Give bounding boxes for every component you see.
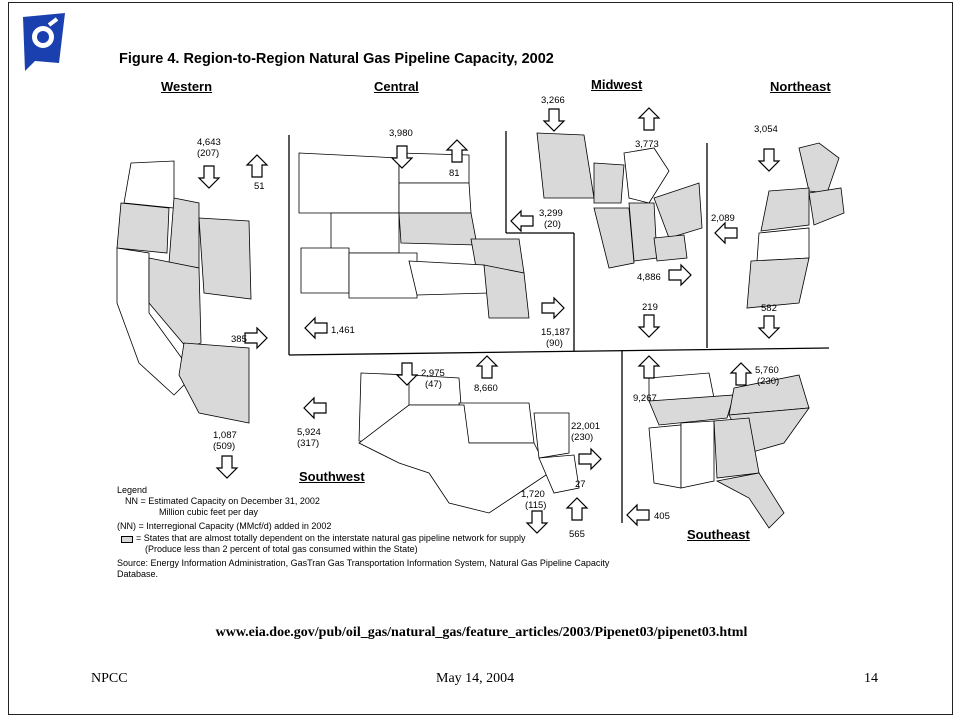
region-western: Western bbox=[161, 79, 213, 94]
legend-nn-paren: (NN) = Interregional Capacity (MMcf/d) a… bbox=[117, 521, 332, 531]
flow-arrow-icon bbox=[638, 314, 660, 338]
flow-label-w-south: 1,087 bbox=[213, 430, 237, 441]
flow-label-c-to-mw-add: (90) bbox=[546, 338, 563, 349]
flow-labels: 4,643 (207) 51 385 1,087 (509) 3,980 81 … bbox=[197, 95, 779, 540]
flow-arrow-icon bbox=[730, 362, 752, 386]
flow-arrow-icon bbox=[543, 108, 565, 132]
flow-label-se-out-add: (230) bbox=[757, 376, 779, 387]
flow-arrow-icon bbox=[198, 165, 220, 189]
flow-arrow-icon bbox=[541, 297, 565, 319]
legend-source: Source: Energy Information Administratio… bbox=[117, 558, 610, 568]
flow-label-sw-to-w-add: (317) bbox=[297, 438, 319, 449]
central-states bbox=[298, 152, 530, 319]
flow-label-sw-to-c-add: (47) bbox=[425, 379, 442, 390]
flow-label-w-from-c: 385 bbox=[231, 334, 247, 345]
region-northeast: Northeast bbox=[770, 79, 831, 94]
flow-arrow-icon bbox=[304, 317, 328, 339]
flow-label-mw-to-ne: 4,886 bbox=[637, 272, 661, 283]
flow-arrow-icon bbox=[476, 355, 498, 379]
flow-arrow-icon bbox=[526, 510, 548, 534]
flow-label-ne-to-mw: 2,089 bbox=[711, 213, 735, 224]
flow-label-sw-to-c: 2,975 bbox=[421, 368, 445, 379]
region-southeast: Southeast bbox=[687, 527, 750, 542]
flow-label-sw-to-se-add: (230) bbox=[571, 432, 593, 443]
flow-arrow-icon bbox=[578, 448, 602, 470]
footer-date: May 14, 2004 bbox=[436, 671, 515, 686]
flow-label-w-in-add: (207) bbox=[197, 148, 219, 159]
flow-arrow-icon bbox=[216, 455, 238, 479]
flow-label-sw-gulf-add: (115) bbox=[525, 500, 546, 511]
region-divider-lines bbox=[288, 131, 830, 523]
legend-nn-units: Million cubic feet per day bbox=[159, 507, 259, 517]
flow-label-c-in: 3,980 bbox=[389, 128, 413, 139]
northeast-states bbox=[746, 142, 845, 309]
flow-arrow-icon bbox=[244, 327, 268, 349]
flow-label-w-out: 51 bbox=[254, 181, 265, 192]
flow-label-mw-to-c-add: (20) bbox=[544, 219, 561, 230]
flow-arrow-icon bbox=[758, 315, 780, 339]
flow-arrow-icon bbox=[510, 210, 534, 232]
flow-arrow-icon bbox=[566, 497, 588, 521]
flow-label-se-out: 5,760 bbox=[755, 365, 779, 376]
flow-label-sw-small: 27 bbox=[575, 479, 586, 490]
eia-logo bbox=[23, 13, 65, 71]
flow-label-w-south-add: (509) bbox=[213, 441, 235, 452]
legend-nn: NN = Estimated Capacity on December 31, … bbox=[125, 496, 320, 506]
footer-left: NPCC bbox=[91, 671, 128, 686]
flow-label-ne-in: 3,054 bbox=[754, 124, 778, 135]
flow-label-sw-to-w: 5,924 bbox=[297, 427, 321, 438]
midwest-states bbox=[536, 132, 703, 269]
flow-label-c-to-mw: 15,187 bbox=[541, 327, 570, 338]
legend-source-2: Database. bbox=[117, 569, 159, 579]
flow-arrow-icon bbox=[714, 222, 738, 244]
flow-label-sw-gulf: 1,720 bbox=[521, 489, 545, 500]
region-central: Central bbox=[374, 79, 419, 94]
flow-label-sw-gulf2: 565 bbox=[569, 529, 585, 540]
flow-arrow-icon bbox=[758, 148, 780, 172]
pipeline-map: 4,643 (207) 51 385 1,087 (509) 3,980 81 … bbox=[116, 95, 845, 540]
flow-label-ne-to-se: 582 bbox=[761, 303, 777, 314]
flow-label-c-out: 81 bbox=[449, 168, 460, 179]
flow-label-mw-in: 3,266 bbox=[541, 95, 565, 106]
flow-arrow-icon bbox=[638, 355, 660, 379]
flow-label-se-north: 9,267 bbox=[633, 393, 657, 404]
figure-title: Figure 4. Region-to-Region Natural Gas P… bbox=[119, 51, 554, 67]
flow-label-se-to-sw: 405 bbox=[654, 511, 670, 522]
legend-box-note: (Produce less than 2 percent of total ga… bbox=[145, 544, 418, 554]
flow-label-mw-to-se: 219 bbox=[642, 302, 658, 313]
legend-box-swatch bbox=[121, 536, 133, 543]
western-states bbox=[116, 160, 252, 424]
source-url: www.eia.doe.gov/pub/oil_gas/natural_gas/… bbox=[215, 625, 748, 640]
legend-title: Legend bbox=[117, 485, 148, 495]
region-midwest: Midwest bbox=[591, 77, 643, 92]
flow-arrow-icon bbox=[303, 397, 327, 419]
slide-number: 14 bbox=[864, 671, 878, 686]
slide: Figure 4. Region-to-Region Natural Gas P… bbox=[8, 2, 953, 715]
flow-label-mw-out: 3,773 bbox=[635, 139, 659, 150]
flow-label-sw-to-se: 22,001 bbox=[571, 421, 600, 432]
flow-label-mw-to-c: 3,299 bbox=[539, 208, 563, 219]
flow-arrow-icon bbox=[246, 154, 268, 178]
flow-label-c-to-sw: 8,660 bbox=[474, 383, 498, 394]
flow-label-w-in: 4,643 bbox=[197, 137, 221, 148]
flow-arrow-icon bbox=[668, 264, 692, 286]
southeast-states bbox=[648, 372, 810, 529]
southwest-states bbox=[358, 372, 580, 514]
flow-arrow-icon bbox=[626, 504, 650, 526]
region-southwest: Southwest bbox=[299, 469, 365, 484]
legend-box: = States that are almost totally depende… bbox=[136, 533, 526, 543]
flow-arrow-icon bbox=[638, 107, 660, 131]
flow-label-c-to-w: 1,461 bbox=[331, 325, 355, 336]
